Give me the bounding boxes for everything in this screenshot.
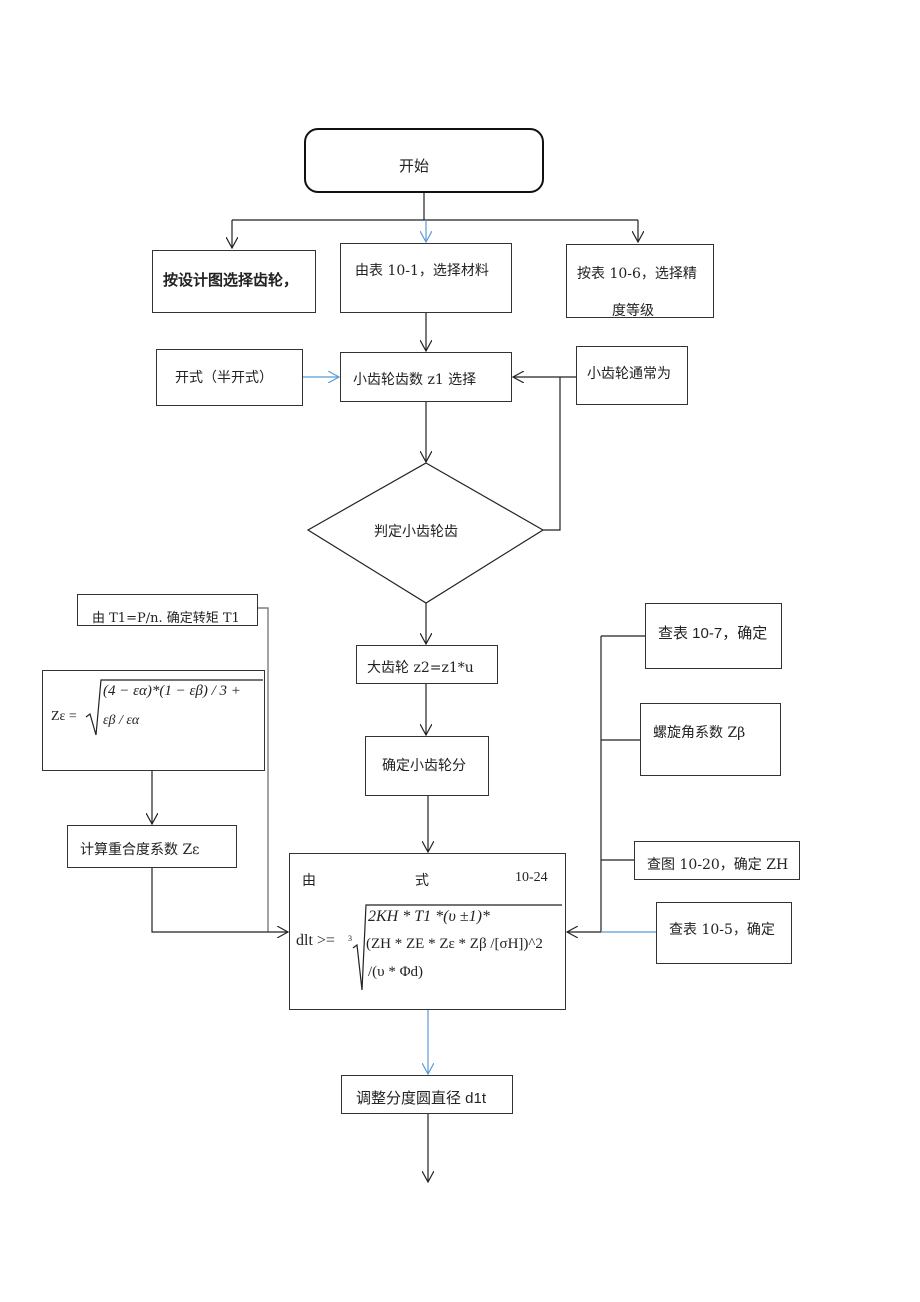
z1-select-node: 小齿轮齿数 z1 选择: [340, 352, 512, 402]
table-10-7-node: 查表 10-7，确定: [645, 603, 782, 669]
design-formula-node: 由 式 10-24 dlt >= 3 2KH * T1 *(υ ±1)* (ZH…: [289, 853, 566, 1010]
connector: [543, 377, 561, 531]
decision-label: 判定小齿轮齿: [374, 524, 458, 540]
start-node: 开始: [304, 128, 544, 193]
big-gear-label: 大齿轮 z2=z1*u: [367, 660, 474, 676]
precision-label-1: 按表 10-6，选择精: [577, 266, 697, 282]
formula-lhs: Zε =: [51, 709, 77, 724]
table-10-5-node: 查表 10-5，确定: [656, 902, 792, 964]
determine-small-label: 确定小齿轮分: [382, 758, 466, 774]
helix-label: 螺旋角系数 Zβ: [653, 725, 746, 741]
select-gear-node: 按设计图选择齿轮，: [152, 250, 316, 313]
formula-ref: 10-24: [515, 870, 548, 885]
z1-usually-node: 小齿轮通常为: [576, 346, 688, 405]
formula-line-3: /(υ * Φd): [368, 964, 424, 980]
fig-10-20-node: 查图 10-20，确定 ZH: [634, 841, 800, 880]
fig-10-20-label: 查图 10-20，确定 ZH: [647, 857, 789, 873]
formula-line-1: (4 − εα)*(1 − εβ) / 3 +: [103, 683, 241, 699]
root-index: 3: [348, 934, 352, 943]
open-type-label: 开式（半开式）: [175, 370, 273, 386]
formula-word-2: 式: [415, 874, 429, 889]
connector: [151, 868, 268, 933]
z1-select-label: 小齿轮齿数 z1 选择: [353, 372, 477, 388]
connector: [258, 607, 269, 932]
z-epsilon-calc-node: 计算重合度系数 Zε: [67, 825, 237, 868]
torque-label: 由 T1=P/n. 确定转矩 T1: [92, 611, 240, 626]
z-epsilon-formula-node: Zε = (4 − εα)*(1 − εβ) / 3 + εβ / εα: [42, 670, 265, 771]
select-gear-label: 按设计图选择齿轮，: [163, 271, 299, 289]
start-label: 开始: [399, 157, 430, 175]
adjust-node: 调整分度圆直径 d1t: [341, 1075, 513, 1114]
big-gear-node: 大齿轮 z2=z1*u: [356, 645, 498, 684]
cube-root-icon: [352, 904, 562, 991]
formula-line-2: (ZH * ZE * Zε * Zβ /[σH])^2: [366, 936, 543, 952]
formula-word-1: 由: [302, 874, 316, 889]
table-10-5-label: 查表 10-5，确定: [669, 922, 775, 938]
precision-label-2: 度等级: [612, 303, 654, 318]
precision-node: 按表 10-6，选择精 度等级: [566, 244, 714, 318]
formula-line-1: 2KH * T1 *(υ ±1)*: [368, 908, 490, 925]
formula-lhs: dlt >=: [296, 932, 335, 949]
select-material-node: 由表 10-1，选择材料: [340, 243, 512, 313]
open-type-node: 开式（半开式）: [156, 349, 303, 406]
helix-node: 螺旋角系数 Zβ: [640, 703, 781, 776]
formula-line-2: εβ / εα: [103, 713, 140, 728]
sqrt-icon: [85, 679, 263, 736]
z-epsilon-calc-label: 计算重合度系数 Zε: [80, 842, 200, 858]
determine-small-node: 确定小齿轮分: [365, 736, 489, 796]
z1-usually-label: 小齿轮通常为: [587, 366, 671, 382]
select-material-label: 由表 10-1，选择材料: [355, 263, 489, 279]
table-10-7-label: 查表 10-7，确定: [658, 625, 768, 642]
torque-node: 由 T1=P/n. 确定转矩 T1: [77, 594, 258, 626]
adjust-label: 调整分度圆直径 d1t: [356, 1090, 487, 1107]
